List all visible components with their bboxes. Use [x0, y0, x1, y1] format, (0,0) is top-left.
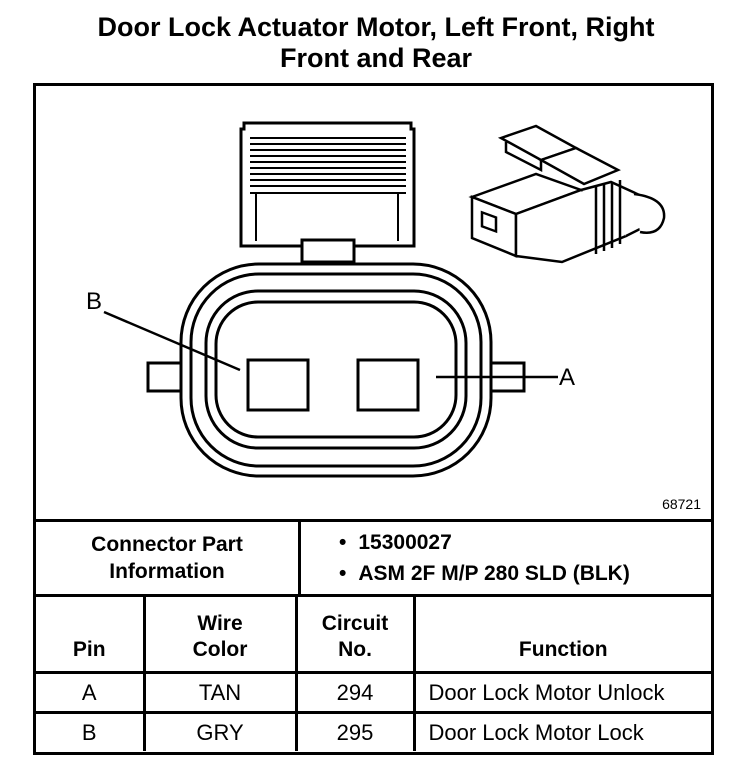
- cell-function: Door Lock Motor Unlock: [412, 671, 711, 714]
- page-title: Door Lock Actuator Motor, Left Front, Ri…: [0, 12, 752, 74]
- connector-sheet: B A 68721 Connector Part Information 153…: [33, 83, 714, 755]
- connector-assembly: ASM 2F M/P 280 SLD (BLK): [339, 558, 711, 589]
- cell-function: Door Lock Motor Lock: [412, 711, 711, 751]
- cell-pin: A: [36, 671, 146, 714]
- title-line-1: Door Lock Actuator Motor, Left Front, Ri…: [97, 12, 655, 42]
- cell-pin: B: [36, 711, 146, 751]
- connector-diagram: B A 68721: [36, 86, 711, 519]
- title-line-2: Front and Rear: [279, 43, 473, 73]
- cell-wire-color: GRY: [142, 711, 298, 751]
- connector-part-details: 15300027 ASM 2F M/P 280 SLD (BLK): [301, 522, 711, 594]
- connector-part-label: Connector Part Information: [36, 522, 301, 594]
- connector-face-drawing: [103, 121, 666, 478]
- pin-b-label: B: [86, 288, 103, 315]
- figure-number: 68721: [662, 496, 701, 512]
- cell-wire-color: TAN: [142, 671, 298, 714]
- connector-part-info: Connector Part Information 15300027 ASM …: [36, 519, 711, 597]
- connector-label-line-2: Information: [109, 560, 225, 583]
- header-pin: Pin: [36, 597, 146, 674]
- header-function: Function: [412, 597, 711, 674]
- table-row: A TAN 294 Door Lock Motor Unlock: [36, 671, 711, 714]
- cell-circuit: 295: [294, 711, 416, 751]
- pin-a-label: A: [559, 364, 576, 391]
- table-row: B GRY 295 Door Lock Motor Lock: [36, 711, 711, 751]
- connector-part-number: 15300027: [339, 527, 711, 558]
- cell-circuit: 294: [294, 671, 416, 714]
- connector-label-line-1: Connector Part: [91, 533, 243, 556]
